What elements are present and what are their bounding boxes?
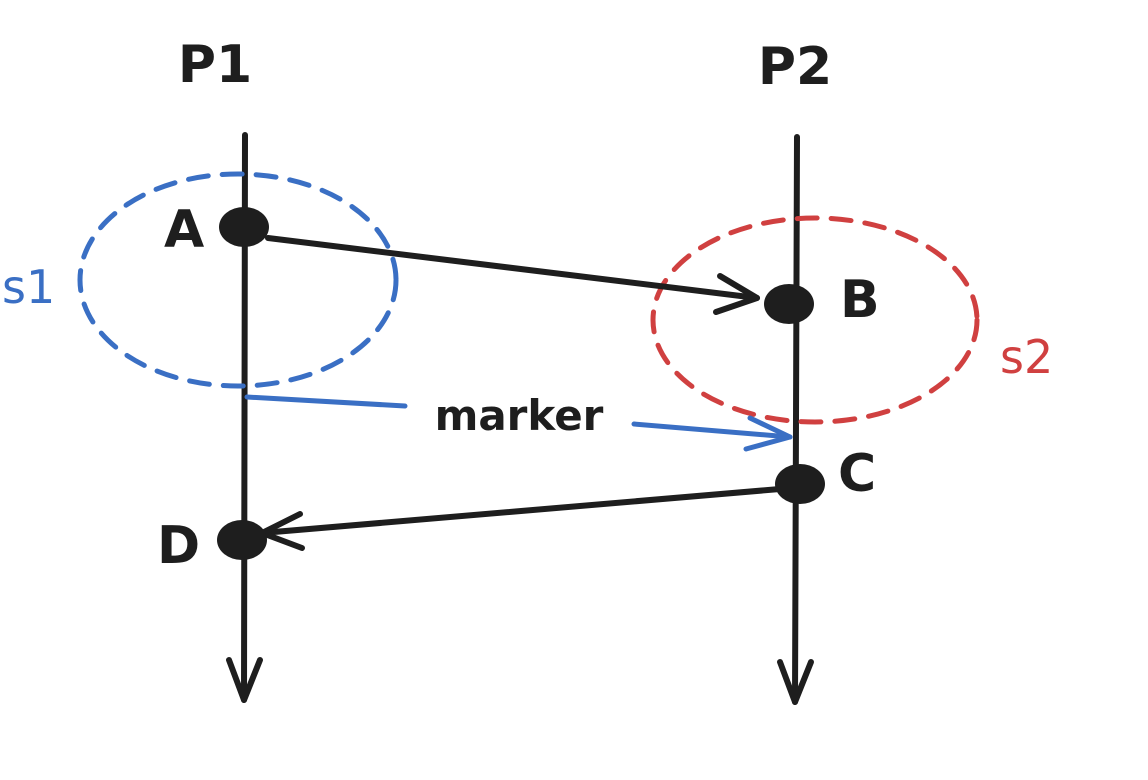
snapshot-label-s1: s1 <box>2 260 55 314</box>
snapshot-s2-ellipse <box>650 215 980 425</box>
message-arrow-a-to-b <box>265 235 760 315</box>
event-dot-b <box>764 284 814 324</box>
process-label-p1: P1 <box>178 35 252 95</box>
process-label-p2: P2 <box>758 37 832 97</box>
marker-label: marker <box>435 391 604 440</box>
timeline-p2 <box>777 134 814 705</box>
snapshot-s1-ellipse <box>77 171 399 389</box>
event-label-b: B <box>840 270 880 330</box>
message-arrow-c-to-d <box>259 486 783 551</box>
snapshot-label-s2: s2 <box>1000 330 1053 384</box>
event-label-c: C <box>838 444 876 504</box>
event-dot-d <box>217 520 267 560</box>
event-dot-a <box>219 207 269 247</box>
marker-arrow <box>244 394 793 452</box>
event-label-a: A <box>164 200 204 260</box>
event-dot-c <box>775 464 825 504</box>
event-label-d: D <box>157 516 200 576</box>
